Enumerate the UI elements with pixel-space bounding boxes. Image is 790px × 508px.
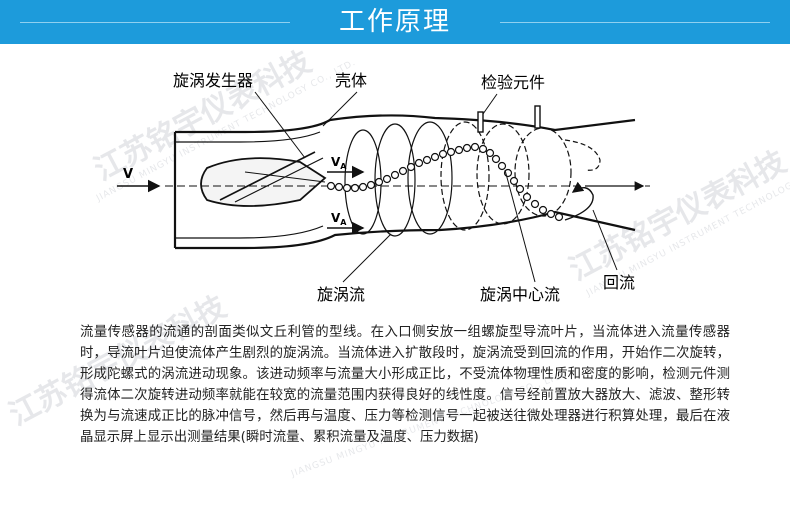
banner-rule-left <box>20 22 290 23</box>
shell-upper-contour <box>175 114 636 134</box>
detector-probe <box>477 111 484 133</box>
label-v: V <box>123 167 133 182</box>
inlet-inner-upper <box>175 131 321 143</box>
description-paragraph: 流量传感器的流通的剖面类似文丘利管的型线。在入口侧安放一组螺旋型导流叶片，当流体… <box>80 325 730 445</box>
leader-swirl-flow <box>342 233 392 283</box>
backflow-curl-upper <box>564 139 601 171</box>
label-shell: 壳体 <box>335 71 367 90</box>
label-swirl-flow: 旋涡流 <box>317 285 365 304</box>
label-generator: 旋涡发生器 <box>173 71 253 90</box>
vortex-core-chain <box>326 142 564 222</box>
label-va-upper: VA <box>331 155 347 171</box>
flow-meter-diagram: V VA VA 旋涡发生器 壳体 检验元件 旋涡流 <box>95 60 675 310</box>
page-title: 工作原理 <box>338 7 451 37</box>
swirl-ring <box>374 123 416 237</box>
diagram-svg: V VA VA 旋涡发生器 壳体 检验元件 旋涡流 <box>117 71 650 304</box>
swirl-ring <box>514 127 572 217</box>
leader-generator <box>254 91 306 159</box>
label-detector: 检验元件 <box>481 73 545 92</box>
detector-probe <box>534 105 541 129</box>
swirl-generator <box>200 157 327 207</box>
inlet-inner-lower <box>175 225 324 239</box>
generator-blade-3 <box>244 171 326 183</box>
swirl-ring <box>407 121 453 235</box>
shell-lower-contour <box>175 210 636 250</box>
backflow-curl <box>564 181 594 221</box>
generator-blade-2 <box>234 157 324 203</box>
banner-rule-right <box>500 22 770 23</box>
swirl-ring <box>476 123 530 225</box>
label-swirl-center: 旋涡中心流 <box>480 285 560 304</box>
label-va-lower: VA <box>331 211 347 227</box>
label-backflow: 回流 <box>603 273 635 292</box>
leader-swirl-center <box>504 169 536 283</box>
leader-shell <box>322 91 358 127</box>
swirl-ring <box>440 121 490 231</box>
generator-blade-1 <box>219 151 316 201</box>
leader-detector <box>482 93 498 115</box>
leader-backflow <box>592 209 618 271</box>
